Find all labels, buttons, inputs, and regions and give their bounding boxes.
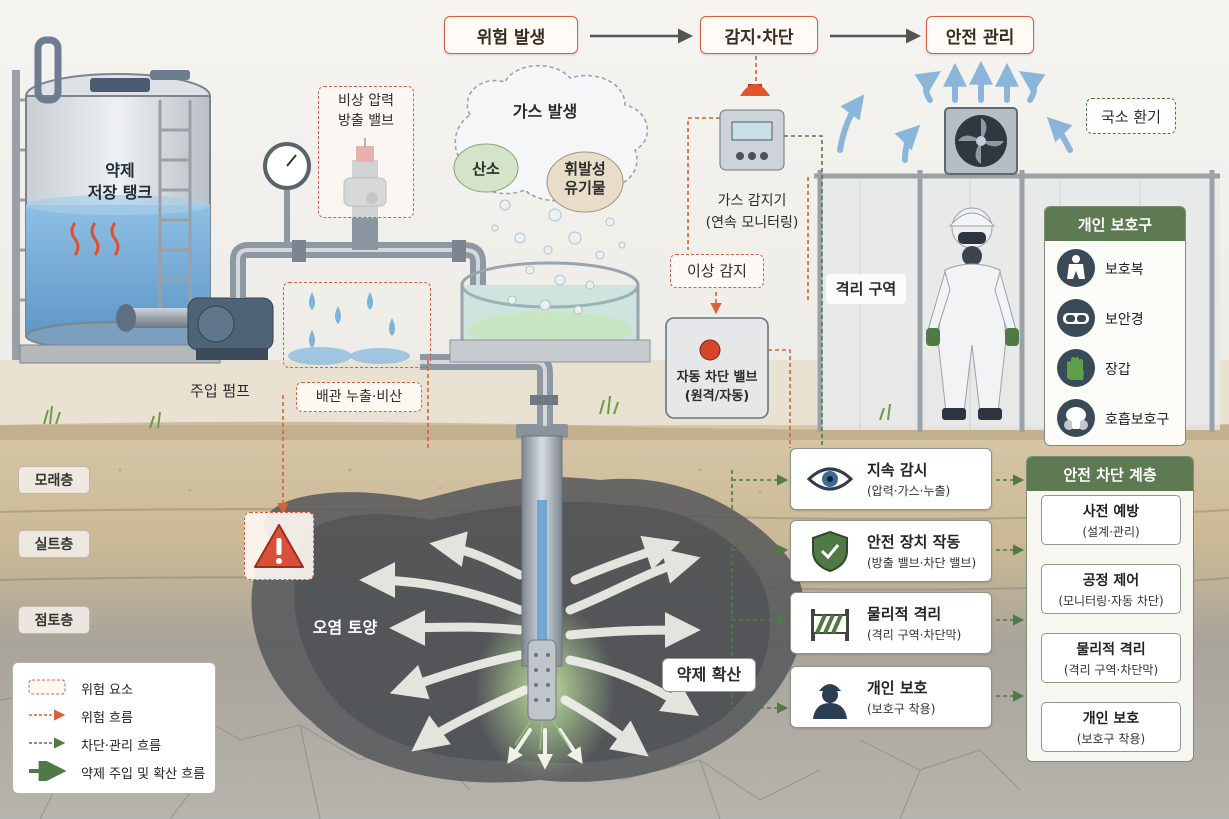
legend: 위험 요소 위험 흐름 차단·관리 흐름 약제 주입 및 확산 흐름	[12, 662, 216, 794]
tank-label: 약제 저장 탱크	[87, 161, 153, 202]
hazard-flow-swatch	[29, 709, 66, 721]
glove-icon	[1067, 357, 1084, 380]
hierarchy-item-title: 물리적 격리	[1076, 642, 1146, 658]
safety-hierarchy-panel: 안전 차단 계층 사전 예방 (설계·관리) 공정 제어 (모니터링·자동 차단…	[1026, 456, 1194, 762]
control-title: 안전 장치 작동	[867, 533, 961, 551]
hierarchy-item-title: 공정 제어	[1082, 573, 1140, 589]
legend-label: 위험 흐름	[81, 711, 133, 726]
suit-icon	[1067, 255, 1085, 279]
ppe-item-gloves: 장갑	[1053, 347, 1181, 391]
auto-valve-label: 자동 차단 밸브 (원격/자동)	[676, 370, 758, 404]
pipe-leak-label: 배관 누출·비산	[296, 382, 422, 412]
control-title: 물리적 격리	[867, 605, 942, 623]
control-card-safety-device: 안전 장치 작동 (방출 밸브·차단 밸브)	[790, 520, 992, 582]
control-card-personal-protection: 개인 보호 (보호구 착용)	[790, 666, 992, 728]
control-title: 개인 보호	[867, 679, 928, 697]
control-sub: (보호구 착용)	[867, 702, 936, 716]
injection-flow-swatch	[29, 757, 67, 785]
respirator-icon	[1064, 407, 1088, 430]
flow-step-hazard: 위험 발생	[444, 16, 578, 54]
control-sub: (압력·가스·누출)	[867, 484, 951, 498]
ppe-item-name: 호흡보호구	[1105, 412, 1170, 428]
legend-item-hazard: 위험 요소	[25, 677, 215, 698]
barrier-icon	[811, 609, 849, 641]
hierarchy-item-prevention: 사전 예방 (설계·관리)	[1041, 495, 1181, 545]
worker-icon	[813, 684, 847, 719]
contaminated-soil-label: 오염 토양	[312, 618, 378, 637]
gas-cloud-label: 가스 발생	[512, 102, 578, 121]
goggles-icon	[1063, 313, 1089, 324]
hierarchy-item-process-control: 공정 제어 (모니터링·자동 차단)	[1041, 564, 1181, 614]
voc-label: 휘발성 유기물	[564, 160, 606, 197]
ppe-item-name: 장갑	[1105, 362, 1131, 378]
legend-label: 약제 주입 및 확산 흐름	[81, 767, 206, 782]
legend-label: 위험 요소	[81, 683, 133, 698]
control-sub: (방출 밸브·차단 밸브)	[867, 556, 977, 570]
eye-icon	[807, 467, 853, 491]
hierarchy-item-sub: (모니터링·자동 차단)	[1058, 594, 1164, 608]
pipe-leak-zone	[283, 282, 431, 368]
soil-layer-sand: 모래층	[18, 466, 90, 494]
legend-label: 차단·관리 흐름	[81, 739, 162, 754]
hierarchy-item-title: 사전 예방	[1082, 504, 1140, 520]
legend-item-control-flow: 차단·관리 흐름	[25, 733, 215, 754]
emergency-valve-label: 비상 압력 방출 밸브	[318, 86, 414, 218]
ppe-panel: 개인 보호구 보호복 보안경 장갑 호흡보호구	[1044, 206, 1186, 446]
control-sub: (격리 구역·차단막)	[867, 628, 962, 642]
control-title: 지속 감시	[867, 461, 928, 479]
control-card-monitoring: 지속 감시 (압력·가스·누출)	[790, 448, 992, 510]
ppe-item-suit: 보호복	[1053, 247, 1181, 291]
soil-layer-clay: 점토층	[18, 606, 90, 634]
control-flow-swatch	[29, 737, 66, 749]
control-card-physical-isolation: 물리적 격리 (격리 구역·차단막)	[790, 592, 992, 654]
flow-step-safety-management: 안전 관리	[926, 16, 1034, 54]
ppe-item-name: 보안경	[1105, 312, 1144, 328]
hazard-box-swatch	[28, 679, 66, 695]
hierarchy-item-sub: (격리 구역·차단막)	[1063, 663, 1159, 677]
legend-item-injection-flow: 약제 주입 및 확산 흐름	[25, 757, 215, 785]
shield-icon	[812, 530, 848, 573]
isolation-zone-label: 격리 구역	[826, 274, 906, 304]
hierarchy-item-physical-isolation: 물리적 격리 (격리 구역·차단막)	[1041, 633, 1181, 683]
local-vent-label: 국소 환기	[1086, 98, 1176, 134]
warning-icon	[254, 524, 304, 568]
hierarchy-item-personal-protection: 개인 보호 (보호구 착용)	[1041, 702, 1181, 752]
ppe-panel-title: 개인 보호구	[1045, 207, 1185, 241]
hierarchy-item-sub: (보호구 착용)	[1076, 732, 1146, 746]
flow-step-detect-block: 감지·차단	[700, 16, 818, 54]
hierarchy-item-title: 개인 보호	[1082, 711, 1140, 727]
ppe-item-goggles: 보안경	[1053, 297, 1181, 341]
agent-spread-label: 약제 확산	[662, 658, 756, 692]
ppe-item-respirator: 호흡보호구	[1053, 397, 1181, 441]
hierarchy-item-sub: (설계·관리)	[1082, 525, 1140, 539]
legend-item-hazard-flow: 위험 흐름	[25, 705, 215, 726]
safety-hierarchy-title: 안전 차단 계층	[1027, 457, 1193, 491]
gas-detector-label: 가스 감지기 (연속 모니터링)	[705, 193, 799, 231]
anomaly-detect-label: 이상 감지	[670, 254, 764, 288]
ppe-item-name: 보호복	[1105, 262, 1144, 278]
hazard-warning-box	[244, 512, 314, 580]
soil-layer-silt: 실트층	[18, 530, 90, 558]
oxygen-label: 산소	[472, 160, 500, 178]
pump-label: 주입 펌프	[190, 382, 250, 400]
